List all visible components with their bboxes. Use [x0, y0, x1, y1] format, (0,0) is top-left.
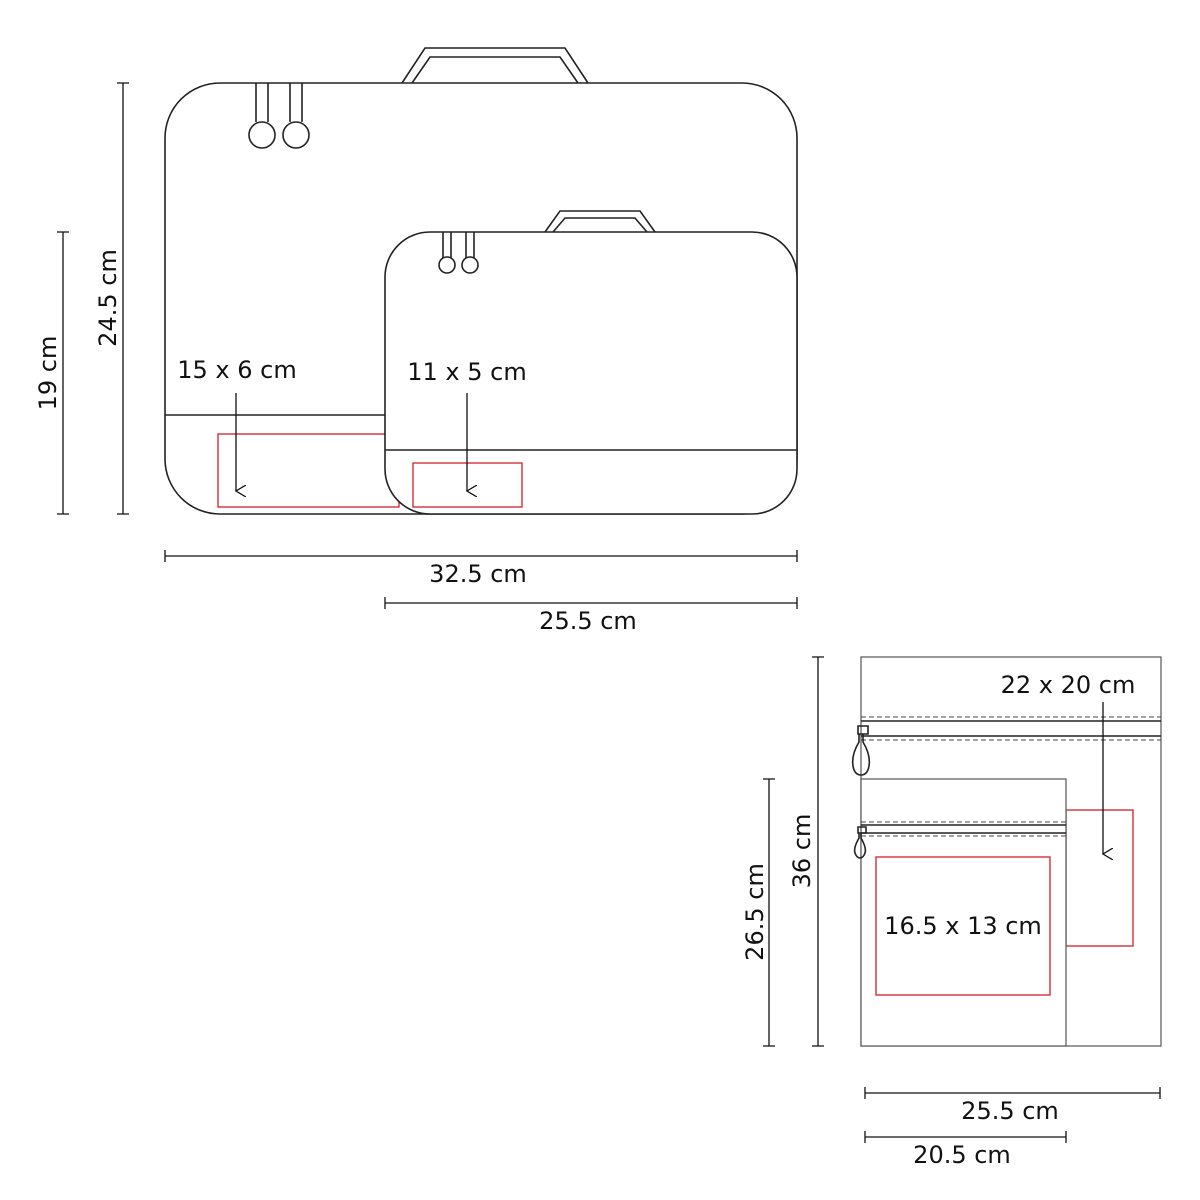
large-case-width: 32.5 cm — [429, 560, 527, 588]
large-case-height: 24.5 cm — [94, 249, 122, 347]
large-pouch-print-area — [1065, 809, 1134, 947]
small-case-width: 25.5 cm — [539, 607, 637, 635]
small-pouch-width: 20.5 cm — [913, 1141, 1011, 1169]
case-dimensions: 24.5 cm 19 cm 32.5 cm 25.5 cm — [34, 82, 798, 635]
large-pouch-print-label: 22 x 20 cm — [1001, 671, 1136, 699]
small-pouch-print-area — [875, 856, 1051, 996]
large-case-print-area — [217, 433, 400, 508]
pouch-dimensions: 36 cm 26.5 cm 25.5 cm 20.5 cm — [741, 656, 1161, 1169]
small-case: 11 x 5 cm — [384, 210, 798, 515]
zipper-pull-icon — [851, 725, 871, 776]
small-pouch-height: 26.5 cm — [741, 863, 769, 961]
small-pouch: 16.5 x 13 cm — [853, 778, 1067, 1047]
small-case-print-label: 11 x 5 cm — [407, 358, 526, 386]
large-pouch-height: 36 cm — [788, 814, 816, 889]
zipper-pull-icon — [853, 826, 867, 859]
large-case-print-label: 15 x 6 cm — [177, 356, 296, 384]
small-case-height: 19 cm — [34, 336, 62, 411]
large-pouch-width: 25.5 cm — [961, 1097, 1059, 1125]
small-pouch-print-label: 16.5 x 13 cm — [884, 912, 1042, 940]
